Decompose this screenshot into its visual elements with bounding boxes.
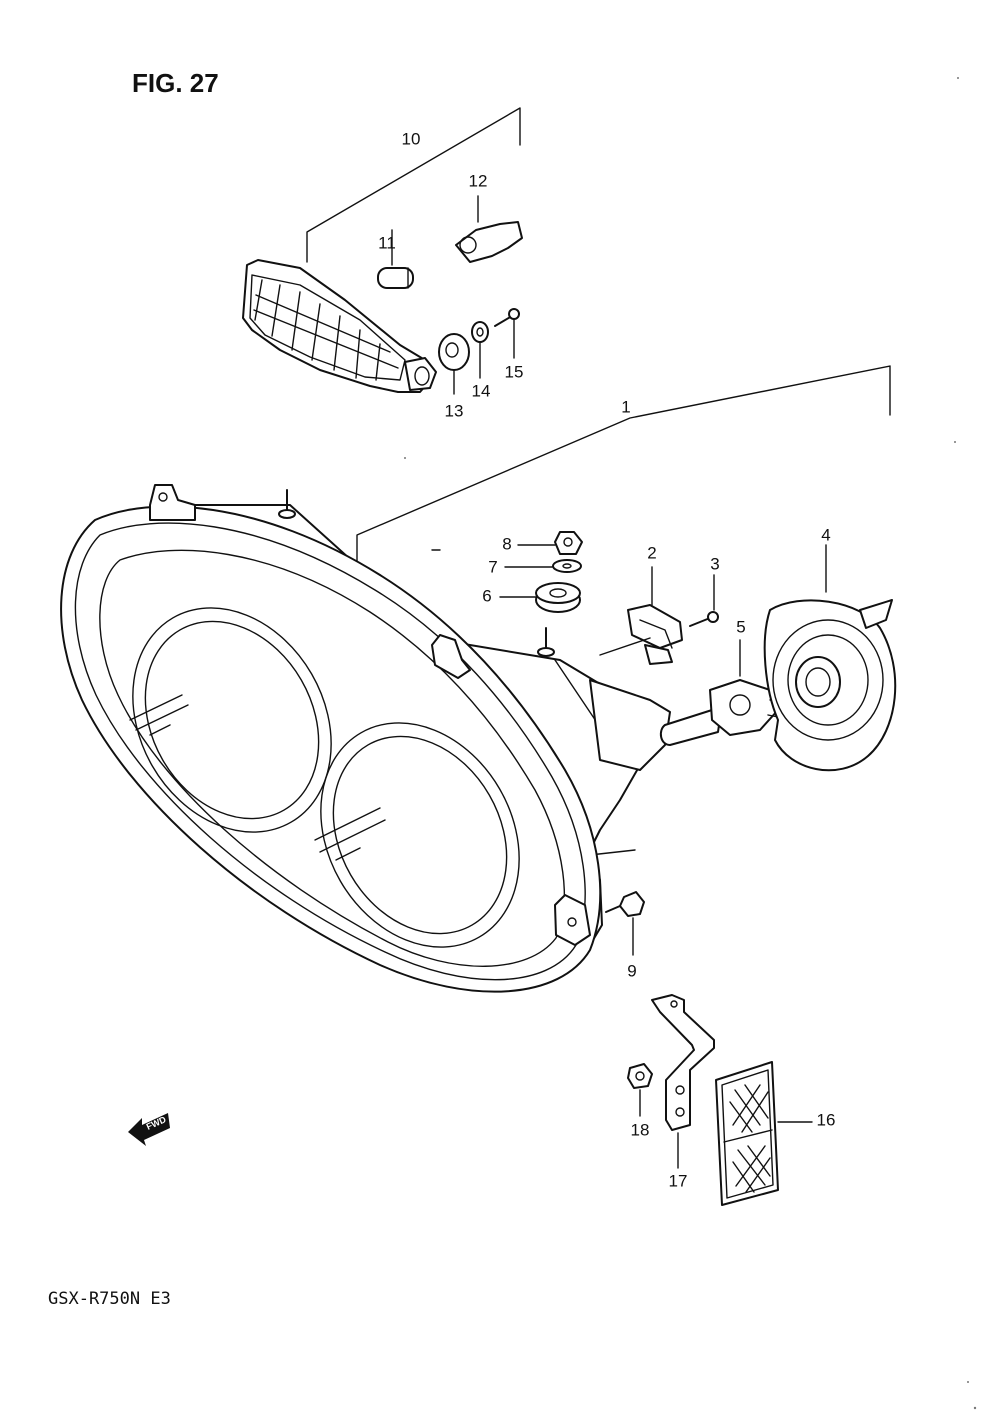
reflector-drawing bbox=[715, 1061, 813, 1206]
headlight-assembly-drawing bbox=[60, 365, 891, 993]
ref-3: 3 bbox=[710, 554, 719, 573]
ref-9: 9 bbox=[627, 961, 636, 980]
ref-13: 13 bbox=[445, 401, 464, 420]
hardware-6-7-8-drawing bbox=[499, 531, 583, 613]
ref-12: 12 bbox=[469, 171, 488, 190]
ref-18: 18 bbox=[631, 1120, 650, 1139]
socket-clip-drawing bbox=[599, 566, 719, 665]
forward-arrow-icon: FWD bbox=[128, 1113, 170, 1146]
reflector-bracket-drawing bbox=[627, 994, 715, 1169]
position-light-assembly-drawing bbox=[242, 107, 523, 395]
bolt-drawing bbox=[605, 891, 645, 956]
figure-title: FIG. 27 bbox=[132, 68, 219, 98]
ref-1: 1 bbox=[621, 397, 630, 416]
ref-4: 4 bbox=[821, 525, 830, 544]
reference-numbers: 1 2 3 4 5 6 7 8 9 10 11 12 13 14 15 16 1… bbox=[378, 129, 835, 1190]
ref-14: 14 bbox=[472, 381, 491, 400]
model-label: GSX-R750N E3 bbox=[48, 1289, 171, 1309]
ref-10: 10 bbox=[402, 129, 421, 148]
ref-7: 7 bbox=[488, 557, 497, 576]
ref-8: 8 bbox=[502, 534, 511, 553]
ref-11: 11 bbox=[378, 233, 396, 252]
scan-specks bbox=[404, 77, 977, 1410]
ref-2: 2 bbox=[647, 543, 656, 562]
headlight-bulb-drawing bbox=[659, 639, 786, 746]
ref-17: 17 bbox=[669, 1171, 688, 1190]
ref-6: 6 bbox=[482, 586, 491, 605]
ref-5: 5 bbox=[736, 617, 745, 636]
ref-15: 15 bbox=[505, 362, 524, 381]
socket-cover-drawing bbox=[763, 544, 897, 772]
ref-16: 16 bbox=[817, 1110, 836, 1129]
